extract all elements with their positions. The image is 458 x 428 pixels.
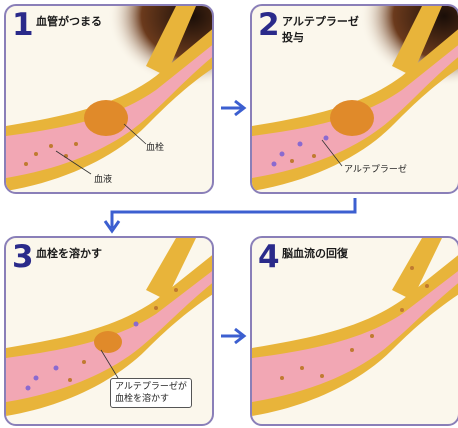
- panel-step-4: 4 脳血流の回復: [250, 236, 458, 426]
- blood-clot: [84, 100, 128, 136]
- step-title-line2: 投与: [282, 29, 304, 45]
- step-title: 血管がつまる: [36, 15, 102, 29]
- step-title: 脳血流の回復: [282, 247, 348, 261]
- panel-step-2: 2 アルテプラーゼ 投与 アルテプラーゼ: [250, 4, 458, 194]
- step-number: 2: [258, 8, 280, 42]
- dissolve-callout: アルテプラーゼが 血栓を溶かす: [110, 378, 192, 408]
- step-number: 1: [12, 8, 34, 42]
- step-title: 血栓を溶かす: [36, 247, 102, 261]
- blood-label: 血液: [94, 172, 112, 185]
- panel-step-1: 1 血管がつまる 血栓 血液: [4, 4, 214, 194]
- panel-step-3: 3 血栓を溶かす アルテプラーゼが 血栓を溶かす: [4, 236, 214, 426]
- callout-line-1: アルテプラーゼが: [115, 381, 187, 393]
- clot-label: 血栓: [146, 140, 164, 153]
- step-title: アルテプラーゼ: [282, 15, 359, 29]
- step-number: 4: [258, 240, 280, 274]
- vessel-illustration-4: [252, 238, 458, 426]
- alteplase-label: アルテプラーゼ: [344, 162, 407, 175]
- arrow-right-icon: [219, 326, 249, 346]
- vessel-illustration-1: [6, 6, 214, 194]
- arrow-down-icon: [100, 196, 360, 236]
- arrow-right-icon: [219, 98, 249, 118]
- callout-line-2: 血栓を溶かす: [115, 393, 187, 405]
- step-number: 3: [12, 240, 34, 274]
